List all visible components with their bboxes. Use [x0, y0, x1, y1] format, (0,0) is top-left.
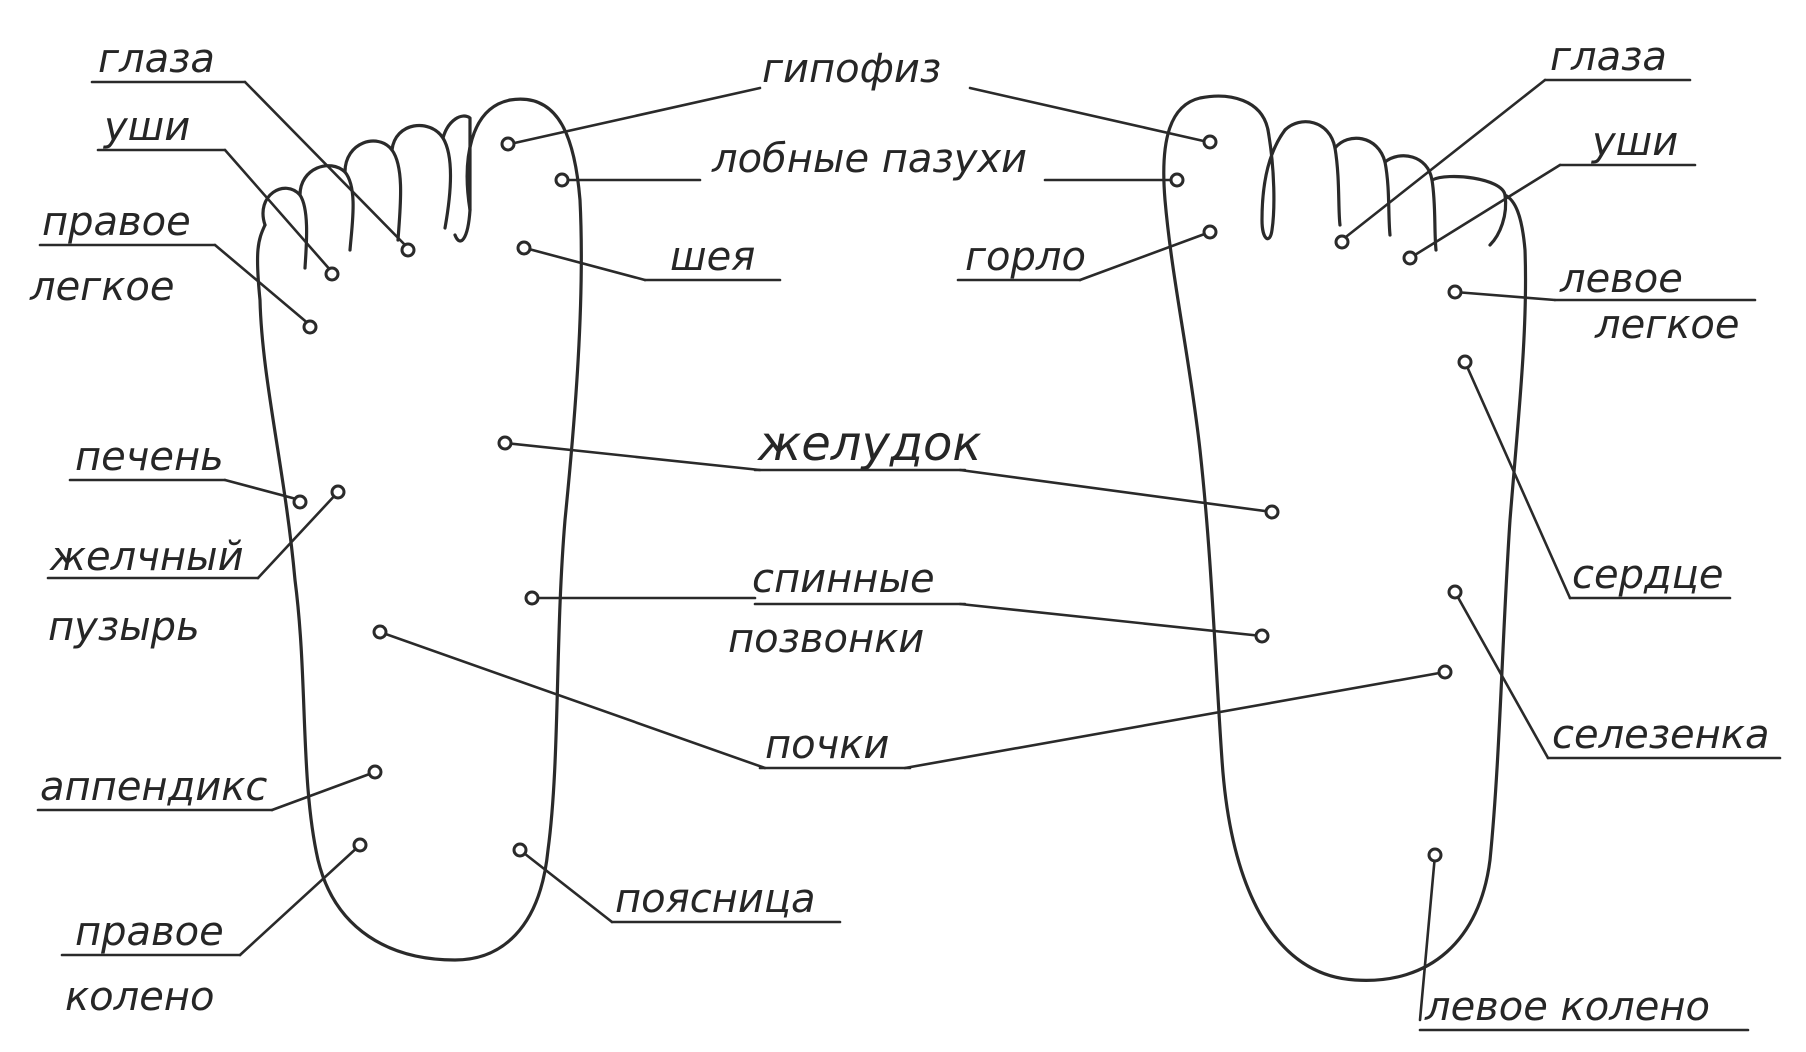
- point-pochki-left: [374, 626, 386, 638]
- point-selezenka: [1449, 586, 1461, 598]
- leader-zheludok-right: [960, 470, 1272, 512]
- point-gorlo: [1204, 226, 1216, 238]
- label-ushi-right: уши: [1591, 119, 1678, 165]
- point-pechen: [294, 496, 306, 508]
- leader-sheya: [525, 248, 645, 280]
- point-gipofiz-left: [502, 138, 514, 150]
- label-pravoe-legkoe-line1: правое: [42, 199, 191, 245]
- label-pravoe-koleno-line2: колено: [65, 974, 214, 1020]
- leader-poyasnica: [520, 850, 612, 922]
- point-zheludok-right: [1266, 506, 1278, 518]
- leader-lines: [215, 80, 1570, 1020]
- point-serdce: [1459, 356, 1471, 368]
- leader-serdce: [1465, 362, 1570, 598]
- right-foot-third-toe: [1335, 138, 1390, 235]
- leader-zheludok-left: [505, 443, 760, 470]
- leader-gorlo: [1080, 232, 1210, 280]
- right-foot-fourth-toe: [1385, 156, 1436, 250]
- point-lobnye-right: [1171, 174, 1183, 186]
- right-foot: [1164, 96, 1526, 980]
- leader-pochki-right: [905, 672, 1445, 768]
- point-pravoe-koleno: [354, 839, 366, 851]
- point-zheludok-left: [499, 437, 511, 449]
- label-poyasnica: поясница: [615, 876, 816, 922]
- point-spinnye-right: [1256, 630, 1268, 642]
- label-levoe-legkoe-line2: легкое: [1594, 302, 1739, 348]
- leader-glaza-right: [1342, 80, 1545, 240]
- label-selezenka: селезенка: [1552, 712, 1769, 758]
- point-levoe-legkoe: [1449, 286, 1461, 298]
- label-spinnye-line2: позвонки: [728, 616, 924, 662]
- label-levoe-legkoe-line1: левое: [1559, 256, 1683, 302]
- label-glaza-left: глаза: [98, 36, 215, 82]
- point-glaza-right: [1336, 236, 1348, 248]
- label-serdce: сердце: [1572, 552, 1723, 598]
- right-foot-big-toe-gap: [1262, 130, 1285, 239]
- label-underlines: [38, 80, 1780, 1030]
- label-gipofiz: гипофиз: [762, 46, 941, 92]
- point-lobnye-left: [556, 174, 568, 186]
- label-pravoe-koleno-line1: правое: [75, 909, 224, 955]
- label-zhelchny-line2: пузырь: [48, 604, 200, 650]
- label-zhelchny-line1: желчный: [49, 534, 244, 580]
- point-levoe-koleno: [1429, 849, 1441, 861]
- label-spinnye-line1: спинные: [752, 556, 935, 602]
- leader-pechen: [225, 480, 300, 500]
- point-pochki-right: [1439, 666, 1451, 678]
- label-appendiks: аппендикс: [40, 764, 267, 810]
- point-appendiks: [369, 766, 381, 778]
- leader-pravoe-legkoe: [215, 245, 310, 325]
- leader-glaza-left: [245, 82, 408, 248]
- label-ushi-left: уши: [103, 104, 190, 150]
- label-glaza-right: глаза: [1550, 34, 1667, 80]
- point-gipofiz-right: [1204, 136, 1216, 148]
- label-pechen: печень: [75, 434, 224, 480]
- label-levoe-koleno: левое колено: [1424, 984, 1710, 1030]
- leader-selezenka: [1455, 592, 1548, 758]
- point-ushi-left: [326, 268, 338, 280]
- label-lobnye-pazuhi: лобные пазухи: [711, 136, 1027, 182]
- point-spinnye-left: [526, 592, 538, 604]
- label-pochki: почки: [765, 722, 889, 768]
- label-gorlo: горло: [965, 234, 1086, 280]
- leader-pravoe-koleno: [240, 845, 360, 955]
- leader-gipofiz-right: [970, 88, 1208, 142]
- point-glaza-left: [402, 244, 414, 256]
- point-zhelchny: [332, 486, 344, 498]
- leader-spinnye-right: [960, 604, 1262, 636]
- point-ushi-right: [1404, 252, 1416, 264]
- right-foot-outline: [1164, 96, 1526, 980]
- point-sheya: [518, 242, 530, 254]
- left-foot: [258, 99, 582, 960]
- label-pravoe-legkoe-line2: легкое: [29, 264, 174, 310]
- leader-levoe-legkoe: [1455, 292, 1555, 300]
- right-foot-second-toe: [1285, 122, 1340, 225]
- leader-pochki-left: [380, 632, 765, 768]
- point-pravoe-legkoe: [304, 321, 316, 333]
- label-sheya: шея: [670, 234, 755, 280]
- label-zheludok: желудок: [757, 416, 981, 472]
- leader-appendiks: [272, 772, 375, 810]
- right-foot-small-toe: [1432, 176, 1506, 245]
- point-poyasnica: [514, 844, 526, 856]
